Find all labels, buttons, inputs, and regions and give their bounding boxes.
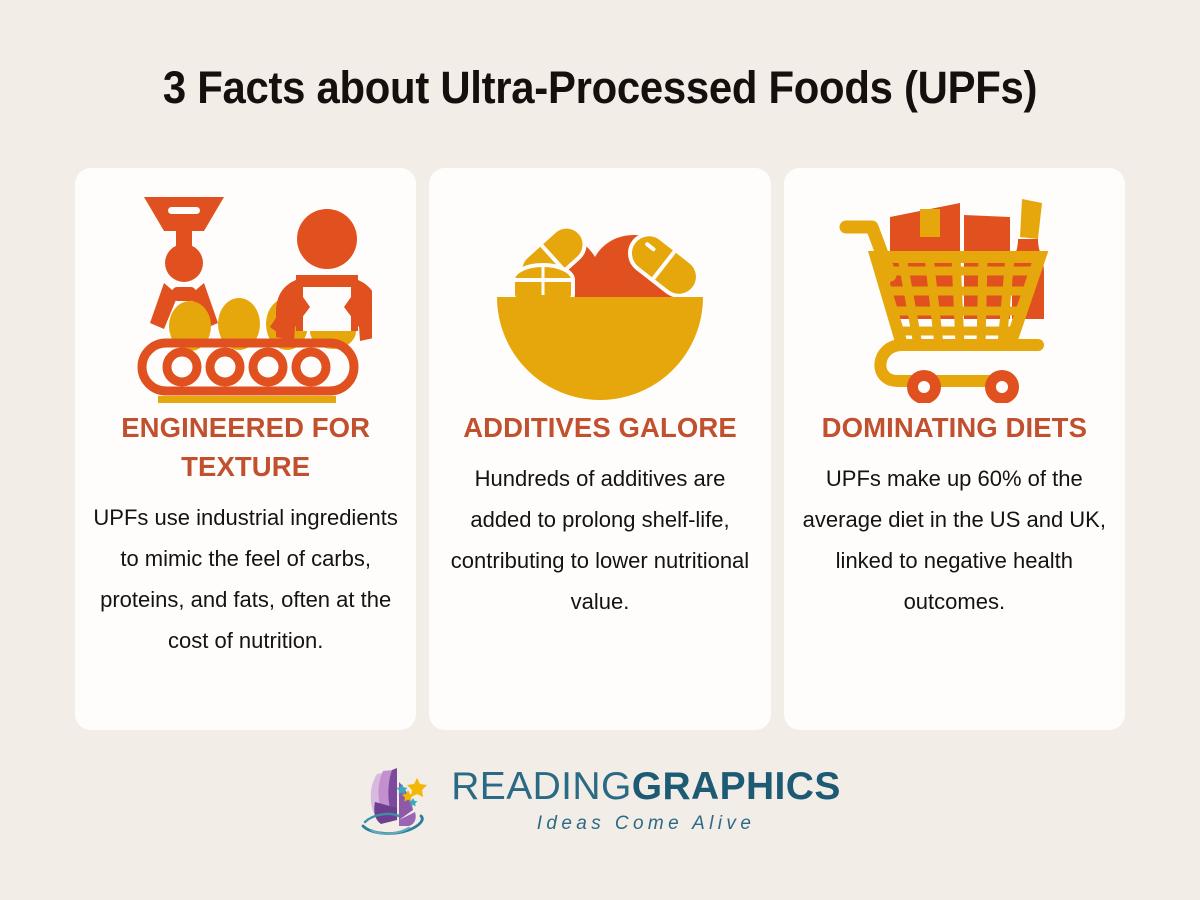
fact-card-dominating-diets: DOMINATING DIETS UPFs make up 60% of the… [783,168,1125,730]
logo-text: READINGGRAPHICS Ideas Come Alive [451,767,841,835]
card-body: UPFs use industrial ingredients to mimic… [93,505,398,653]
card-heading: DOMINATING DIETS [821,412,1088,443]
logo-word-reading: READING [451,765,632,808]
card-heading: ADDITIVES GALORE [463,412,737,443]
fact-cards-row: ENGINEERED FOR TEXTURE UPFs use industri… [75,168,1125,730]
shopping-cart-icon [832,186,1076,408]
fact-card-engineered-for-texture: ENGINEERED FOR TEXTURE UPFs use industri… [75,168,417,730]
open-book-stars-icon [361,768,428,835]
factory-conveyor-icon [120,186,372,408]
card-body: UPFs make up 60% of the average diet in … [802,466,1106,614]
bowl-of-pills-icon [477,186,723,408]
page-title: 3 Facts about Ultra-Processed Foods (UPF… [162,62,1038,113]
logo-tagline: Ideas Come Alive [536,813,756,834]
logo-word-graphics: GRAPHICS [631,765,841,808]
logo-wordmark: READINGGRAPHICS [451,767,841,806]
card-heading: ENGINEERED FOR TEXTURE [121,412,371,483]
fact-card-additives-galore: ADDITIVES GALORE Hundreds of additives a… [429,168,771,730]
card-body: Hundreds of additives are added to prolo… [450,466,750,614]
readinggraphics-logo: READINGGRAPHICS Ideas Come Alive [0,762,1200,838]
